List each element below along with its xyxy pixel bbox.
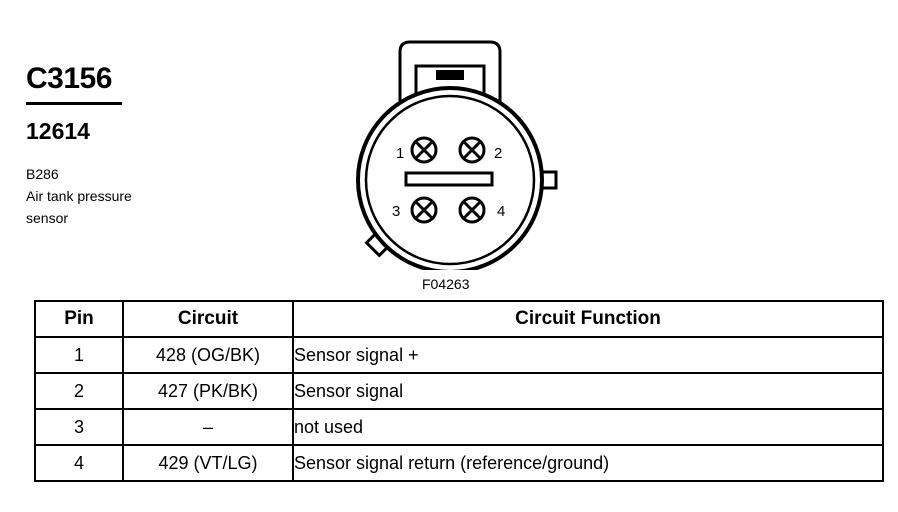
cell-pin: 3 xyxy=(34,408,124,446)
connector-inner-ring xyxy=(364,94,536,266)
table-row: 4 429 (VT/LG) Sensor signal return (refe… xyxy=(34,444,884,482)
connector-id: C3156 xyxy=(26,62,112,95)
table-header-row: Pin Circuit Circuit Function xyxy=(34,300,884,338)
component-name-line2: sensor xyxy=(26,210,69,226)
terminal-1 xyxy=(410,136,438,164)
figure-code: F04263 xyxy=(422,276,470,292)
component-name-line1: Air tank pressure xyxy=(26,188,132,204)
cell-pin: 2 xyxy=(34,372,124,410)
pinout-table: Pin Circuit Circuit Function 1 428 (OG/B… xyxy=(34,300,884,482)
cell-circuit: 427 (PK/BK) xyxy=(122,372,294,410)
cell-function: Sensor signal + xyxy=(292,336,884,374)
cell-pin: 4 xyxy=(34,444,124,482)
pin-label-3: 3 xyxy=(392,203,400,220)
terminal-2 xyxy=(458,136,486,164)
table-row: 1 428 (OG/BK) Sensor signal + xyxy=(34,336,884,374)
connector-center-bar xyxy=(404,171,494,187)
cell-pin: 1 xyxy=(34,336,124,374)
pin-label-1: 1 xyxy=(396,145,404,162)
table-row: 3 – not used xyxy=(34,408,884,446)
terminal-4 xyxy=(458,196,486,224)
cell-circuit: – xyxy=(122,408,294,446)
connector-id-underline xyxy=(26,102,122,105)
terminal-3 xyxy=(410,196,438,224)
connector-latch-slot xyxy=(436,70,464,80)
cell-circuit: 429 (VT/LG) xyxy=(122,444,294,482)
cell-function: Sensor signal return (reference/ground) xyxy=(292,444,884,482)
cell-circuit: 428 (OG/BK) xyxy=(122,336,294,374)
component-code: B286 xyxy=(26,166,59,182)
pin-label-2: 2 xyxy=(494,145,502,162)
cell-function: Sensor signal xyxy=(292,372,884,410)
pin-label-4: 4 xyxy=(497,203,505,220)
cell-function: not used xyxy=(292,408,884,446)
table-row: 2 427 (PK/BK) Sensor signal xyxy=(34,372,884,410)
part-number: 12614 xyxy=(26,118,90,144)
connector-face-diagram: 1 2 3 4 xyxy=(356,40,558,270)
header-pin: Pin xyxy=(34,300,124,338)
header-circuit-function: Circuit Function xyxy=(292,300,884,338)
header-circuit: Circuit xyxy=(122,300,294,338)
